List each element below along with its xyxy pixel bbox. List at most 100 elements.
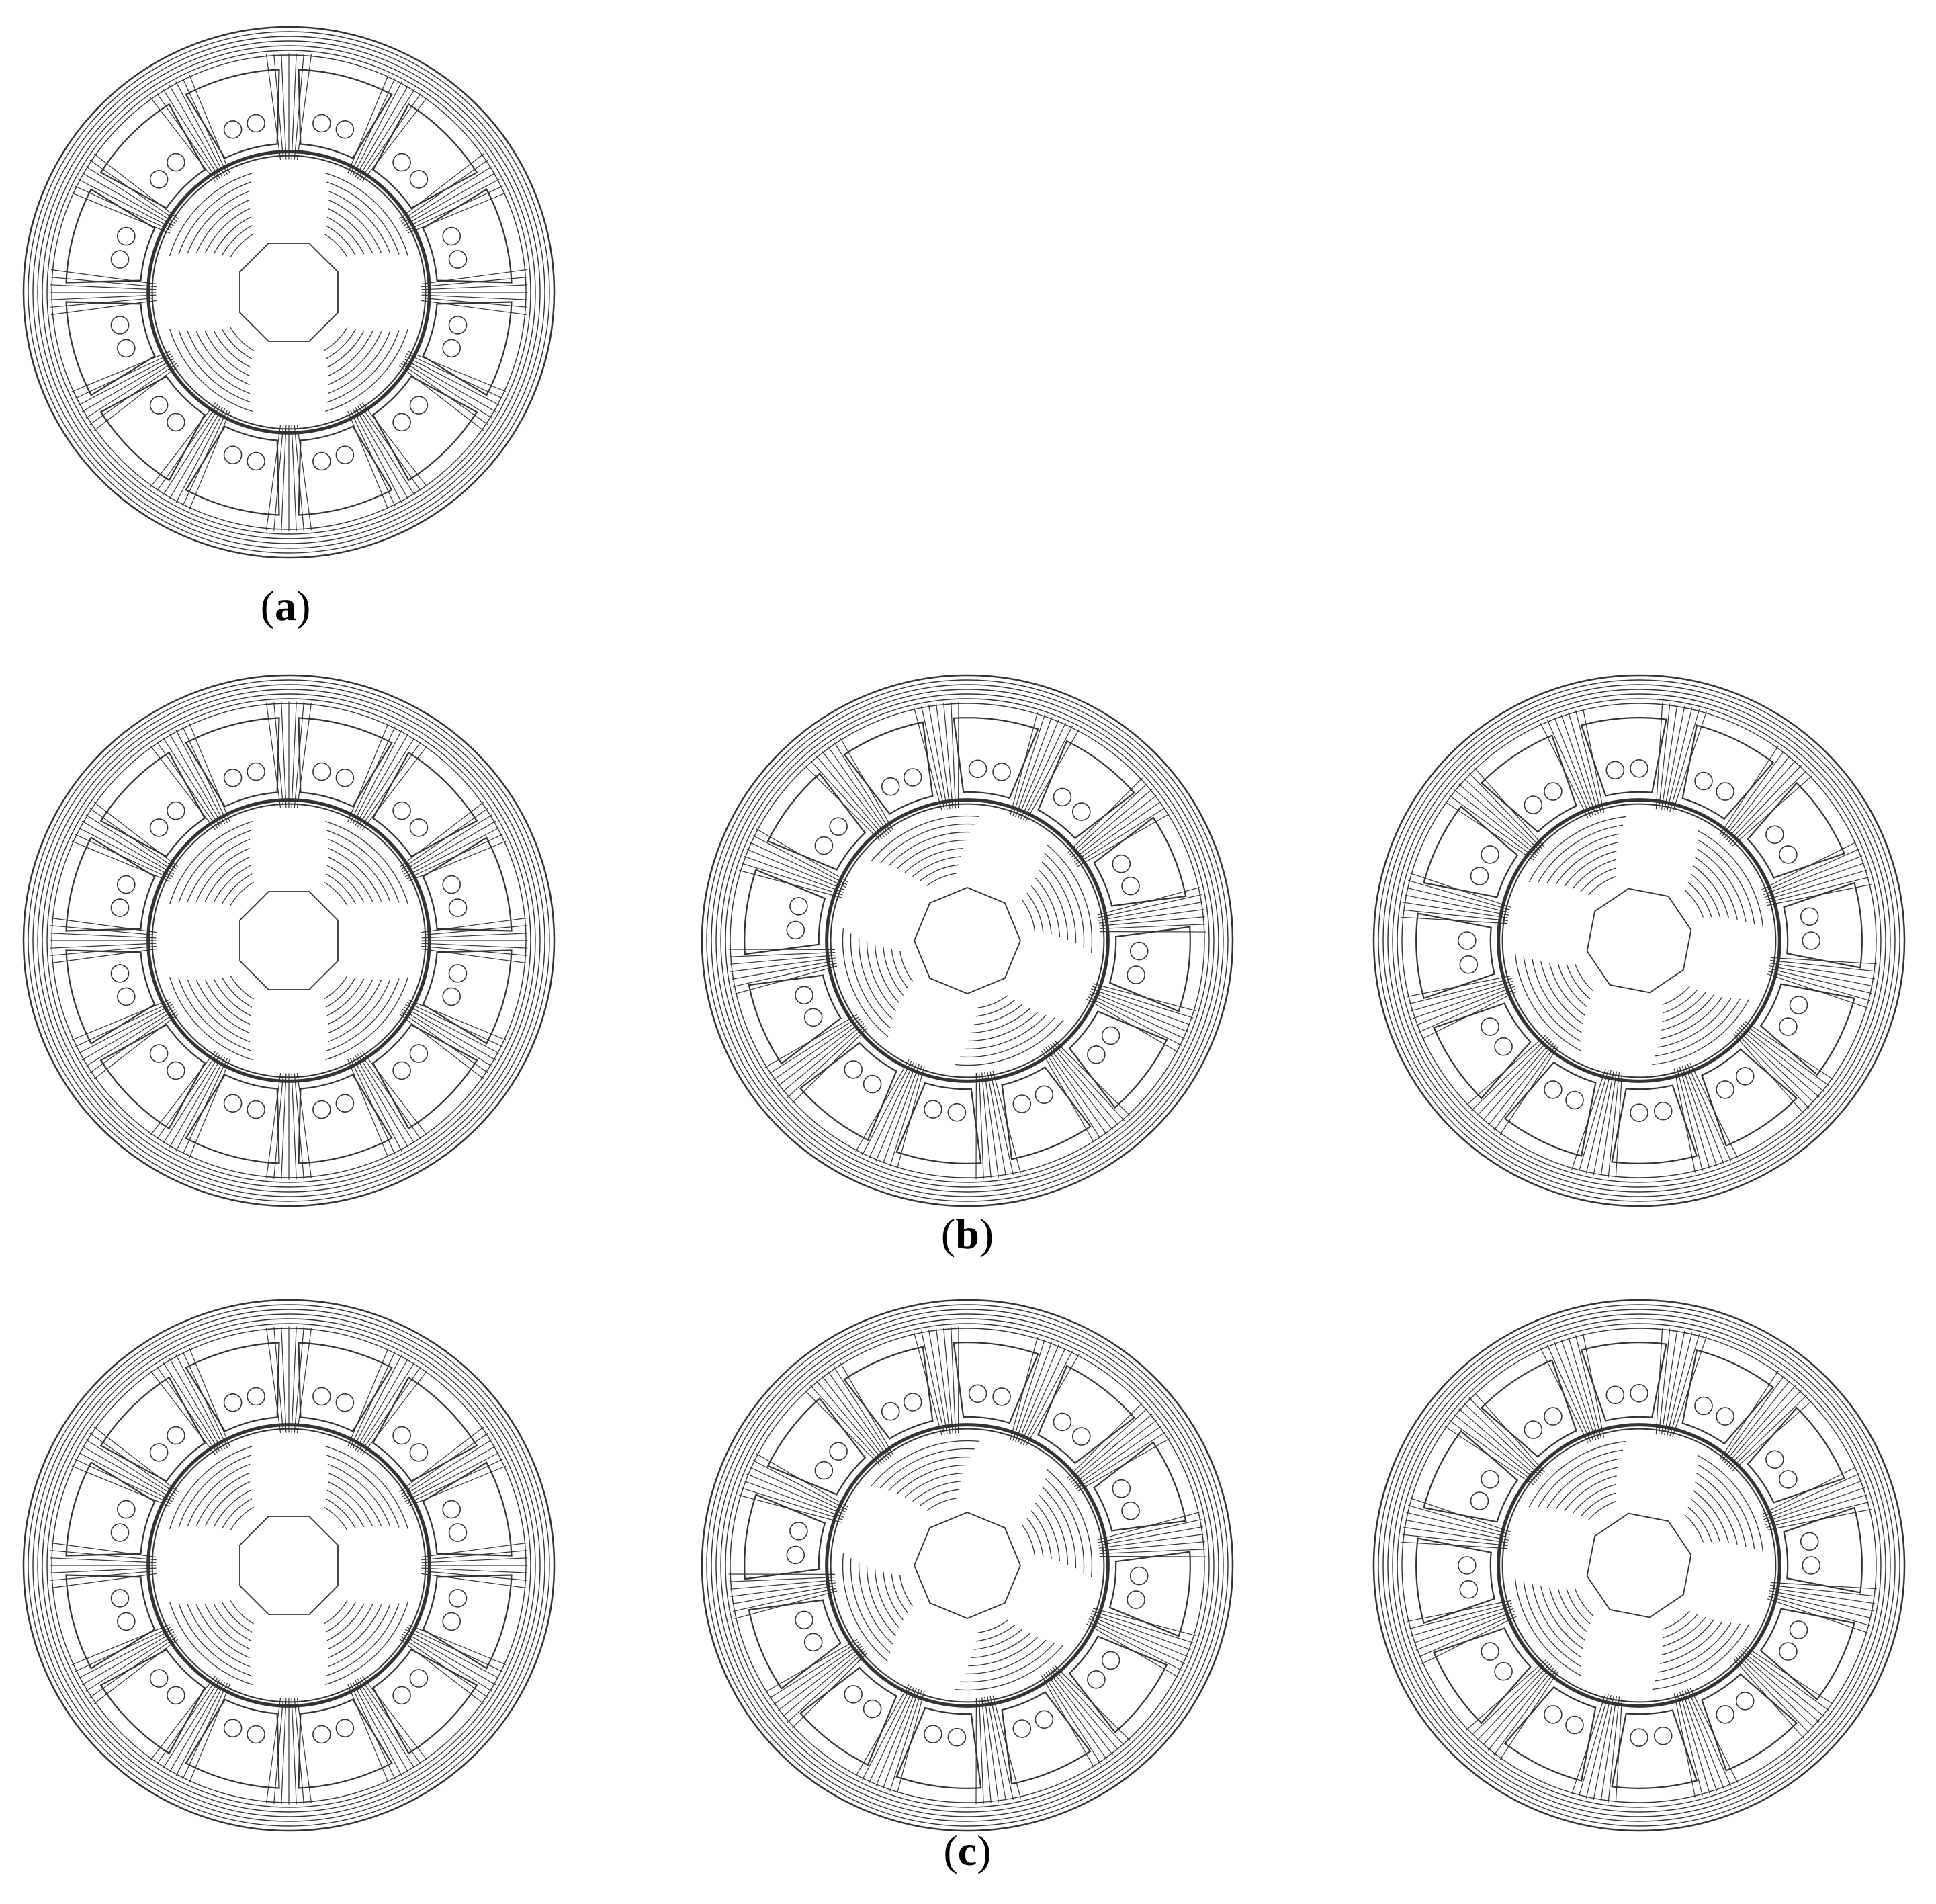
tooth-flux-line [406, 185, 503, 232]
tooth-flux-line [834, 1367, 891, 1457]
tooth-flux-line [1600, 1071, 1617, 1176]
tooth-flux-line [1768, 1593, 1872, 1619]
tooth-flux-line [291, 1698, 297, 1805]
rotor-flux-line [919, 864, 959, 881]
tooth-flux-line [1413, 983, 1514, 1019]
tooth-flux-line [1407, 879, 1511, 910]
tooth-flux-line [421, 933, 528, 939]
tooth-flux-line [421, 269, 527, 285]
conductor [1544, 1407, 1563, 1426]
tooth-flux-line [71, 840, 171, 882]
rotor-flux-line [891, 1573, 908, 1614]
conductor [223, 1719, 243, 1737]
conductor [448, 250, 468, 269]
tooth-flux-line [1449, 1420, 1536, 1483]
rotor-flux-line [1684, 890, 1704, 918]
stator-slot [1503, 1061, 1597, 1157]
stator-slot [185, 717, 280, 808]
stator-slot [1423, 1430, 1519, 1523]
tooth-flux-line [71, 192, 171, 234]
conductor [947, 1727, 967, 1747]
tooth-flux-line [75, 834, 172, 880]
tooth-flux-line [291, 1073, 297, 1180]
tooth-flux-line [1582, 708, 1605, 813]
conductor [1459, 1580, 1479, 1599]
tooth-flux-line [1546, 1344, 1591, 1442]
rotor-flux-line [1555, 842, 1619, 885]
tooth-flux-line [71, 1465, 171, 1507]
tooth-flux-line [951, 702, 956, 809]
stator-slot [185, 425, 280, 516]
tooth-flux-line [1560, 714, 1597, 816]
conductor [448, 316, 468, 335]
conductor [1087, 1045, 1106, 1064]
tooth-flux-line [71, 1624, 171, 1665]
conductor [1716, 782, 1734, 801]
tooth-flux-line [421, 1573, 527, 1589]
rotor-flux-line [325, 225, 356, 256]
rotor-flux-line [204, 208, 251, 254]
rotor-flux-line [326, 1455, 400, 1528]
yoke-flux-line [42, 1318, 536, 1813]
rotor-flux-line [195, 980, 250, 1034]
tooth-flux-line [150, 402, 216, 488]
tooth-flux-line [81, 820, 175, 875]
conductor [335, 445, 355, 465]
rotor-flux-line [195, 199, 250, 253]
tooth-flux-line [1444, 1426, 1534, 1485]
conductor [1072, 802, 1091, 821]
tooth-flux-line [361, 402, 428, 488]
stator-slot [1480, 1359, 1577, 1458]
tooth-flux-line [1090, 988, 1191, 1026]
conductor [110, 250, 130, 269]
conductor [803, 1633, 823, 1652]
rotor-flux-line [325, 977, 356, 1008]
yoke-flux-line [715, 1313, 1219, 1817]
tooth-flux-line [163, 1053, 221, 1144]
stator-slot [65, 1574, 156, 1670]
rotor-flux-line [1580, 867, 1616, 892]
rotor-flux-line [213, 216, 251, 255]
tooth-flux-line [936, 703, 951, 810]
stator-slot [298, 1074, 393, 1164]
stator-slot [65, 188, 156, 284]
rotor-flux-line [325, 977, 409, 1061]
tooth-flux-line [421, 297, 527, 308]
conductor [335, 769, 355, 787]
tooth-flux-line [1098, 909, 1204, 924]
rotor-flux-line [222, 1602, 253, 1633]
conductor [409, 170, 429, 189]
tooth-flux-line [1743, 1023, 1829, 1086]
tooth-flux-line [361, 1676, 428, 1761]
tooth-flux-line [93, 365, 179, 431]
stator-slot [1681, 724, 1775, 820]
tooth-flux-line [352, 730, 402, 825]
rotor-flux-line [230, 1506, 255, 1531]
tooth-flux-line [739, 1494, 842, 1523]
conductor [814, 836, 834, 855]
rotor-flux-line [1557, 1588, 1588, 1633]
conductor [968, 759, 987, 779]
rotor-flux-line [222, 225, 253, 256]
tooth-flux-line [189, 723, 230, 822]
tooth-flux-line [402, 360, 492, 419]
yoke-flux-line [711, 1309, 1224, 1822]
tooth-flux-line [1072, 1420, 1157, 1485]
tooth-flux-line [1458, 1408, 1540, 1479]
conductor [1653, 1726, 1673, 1745]
tooth-flux-line [1067, 1402, 1143, 1479]
tooth-flux-line [928, 705, 948, 810]
tooth-flux-line [773, 1643, 861, 1705]
conductor [1779, 1642, 1798, 1661]
stator-slot [298, 1342, 393, 1432]
rotor-flux-line [213, 978, 251, 1016]
tooth-flux-line [1679, 1691, 1710, 1794]
rotor-flux-line [1693, 865, 1730, 918]
rotor-flux-line [169, 1602, 253, 1686]
tooth-flux-line [273, 702, 284, 808]
tooth-flux-line [357, 737, 415, 828]
tooth-flux-line [404, 1004, 500, 1054]
tooth-flux-line [1723, 755, 1791, 839]
conductor [312, 762, 331, 781]
rotor-flux-line [187, 1604, 251, 1668]
